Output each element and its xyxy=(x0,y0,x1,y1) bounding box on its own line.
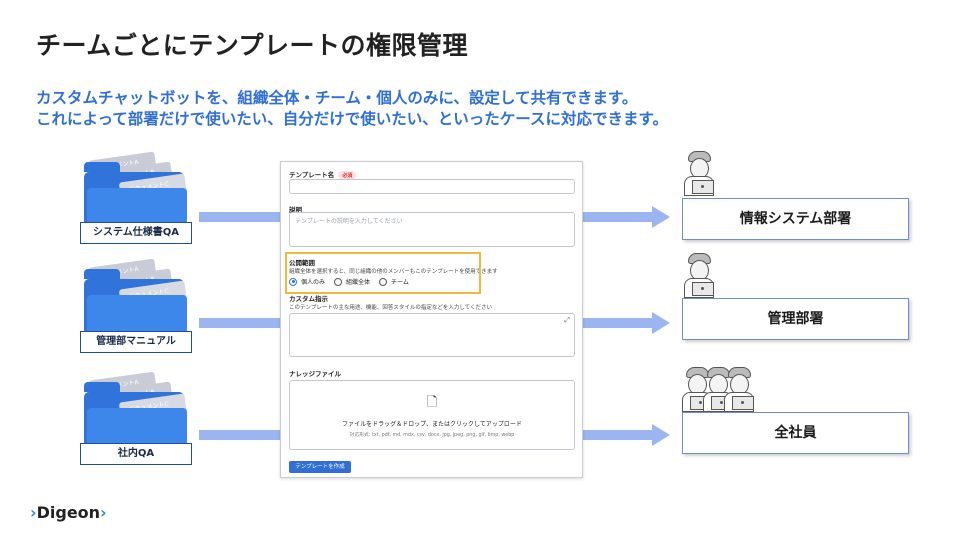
radio-organization[interactable] xyxy=(334,277,343,286)
description-placeholder: テンプレートの説明を入力してください xyxy=(295,218,403,225)
dropzone-text: ファイルをドラッグ＆ドロップ、またはクリックしてアップロード xyxy=(342,421,522,428)
arrow-left-3 xyxy=(199,430,280,440)
folder-tab xyxy=(84,382,120,392)
template-name-input[interactable] xyxy=(289,179,575,194)
description-textarea[interactable]: テンプレートの説明を入力してください xyxy=(289,212,575,247)
person-icon xyxy=(683,151,715,200)
radio-organization-label: 組織全体 xyxy=(346,279,371,286)
subtitle-line-2: これによって部署だけで使いたい、自分だけで使いたい、といったケースに対応できます… xyxy=(36,110,668,128)
file-icon: 🗋 xyxy=(426,395,438,410)
radio-personal-label: 個人のみ xyxy=(301,279,326,286)
target-admin: 管理部署 xyxy=(682,298,909,340)
laptop-icon xyxy=(732,396,754,410)
source-label-3: 社内QA xyxy=(80,443,192,465)
source-label-2: 管理部マニュアル xyxy=(80,331,192,353)
folder-front xyxy=(87,188,187,228)
folder-front xyxy=(87,408,187,448)
arrow-right-3-head xyxy=(652,424,670,446)
template-form: テンプレート名必須 説明 テンプレートの説明を入力してください 公開範囲 組織全… xyxy=(280,161,583,478)
folder-illustration-2: ドキュメントA ドキュメントB ドキュメントC xyxy=(84,258,192,335)
arrow-right-2-head xyxy=(652,312,670,334)
arrow-right-1-head xyxy=(652,206,670,228)
file-dropzone[interactable]: 🗋 ファイルをドラッグ＆ドロップ、またはクリックしてアップロード 対応形式: t… xyxy=(289,380,575,450)
radio-team[interactable] xyxy=(379,277,388,286)
description-label: 説明 xyxy=(289,206,302,214)
person-icon xyxy=(723,367,755,416)
person-icon xyxy=(683,253,715,302)
scope-highlight-box xyxy=(285,252,481,294)
arrow-left-2 xyxy=(199,318,280,328)
folder-front xyxy=(87,295,187,335)
arrow-right-3-shaft xyxy=(583,430,653,440)
folder-tab xyxy=(84,269,120,279)
laptop-icon xyxy=(692,282,714,296)
brand-name: Digeon xyxy=(36,503,101,522)
scope-hint: 組織全体を選択すると、同じ組織の他のメンバーもこのテンプレートを使用できます xyxy=(289,269,498,275)
arrow-right-2-shaft xyxy=(583,318,653,328)
source-label-1: システム仕様書QA xyxy=(80,222,192,244)
dropzone-formats: 対応形式: txt, pdf, md, mdx, csv, docx, jpg,… xyxy=(349,433,515,438)
template-name-label-text: テンプレート名 xyxy=(289,171,335,179)
folder-illustration-1: ドキュメントA ドキュメントB ドキュメントC xyxy=(84,151,192,228)
scope-radio-group: 個人のみ 組織全体 チーム xyxy=(289,277,409,286)
target-info-systems: 情報システム部署 xyxy=(682,198,909,240)
digeon-logo: ›Digeon› xyxy=(30,503,107,522)
template-name-label: テンプレート名必須 xyxy=(289,169,357,180)
arrow-left-1 xyxy=(199,212,280,222)
folder-tab xyxy=(84,162,120,172)
required-badge: 必須 xyxy=(338,171,357,180)
radio-personal[interactable] xyxy=(289,277,297,286)
scope-label: 公開範囲 xyxy=(289,259,315,267)
expand-icon[interactable]: ⤢ xyxy=(564,316,570,324)
radio-team-label: チーム xyxy=(391,279,409,286)
custom-instruction-textarea[interactable]: ⤢ xyxy=(289,313,575,357)
slide-title: チームごとにテンプレートの権限管理 xyxy=(36,31,469,60)
knowledge-file-label: ナレッジファイル xyxy=(289,370,341,378)
target-all-employees: 全社員 xyxy=(682,412,909,454)
custom-instruction-label: カスタム指示 xyxy=(289,295,328,303)
folder-illustration-3: ドキュメントA ドキュメントB ドキュメントC xyxy=(84,371,192,448)
laptop-icon xyxy=(692,180,714,194)
arrow-right-1-shaft xyxy=(583,212,653,222)
custom-instruction-hint: このテンプレートの主な用途、機能、回答スタイルの指定などを入力してください xyxy=(289,305,493,311)
create-template-button[interactable]: テンプレートを作成 xyxy=(289,461,351,473)
subtitle-line-1: カスタムチャットボットを、組織全体・チーム・個人のみに、設定して共有できます。 xyxy=(36,89,638,107)
